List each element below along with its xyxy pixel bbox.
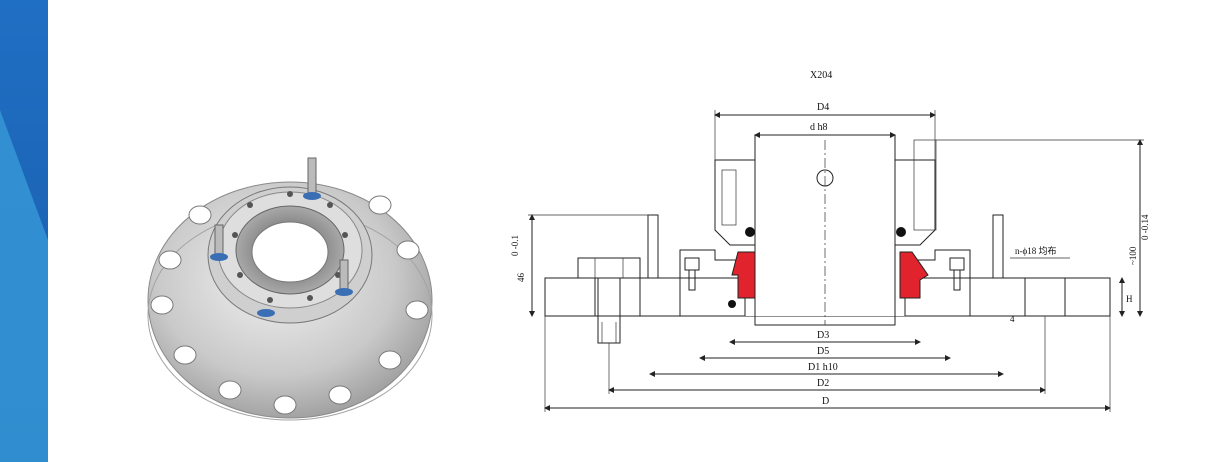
dim-d4: D4	[817, 102, 829, 113]
dim-d1: D1 h10	[808, 362, 838, 373]
seal-housing	[647, 139, 1004, 317]
dim-dh8: d h8	[810, 122, 828, 133]
dim-holes: n-ϕ18 均布	[1015, 245, 1057, 256]
model-label: X204	[810, 70, 832, 81]
dim-four: 4	[1010, 314, 1015, 324]
dim-h: H	[1126, 294, 1133, 304]
technical-drawing: X204	[510, 70, 1150, 412]
side-accent-bar	[0, 0, 48, 462]
hex-bolt	[577, 257, 641, 344]
mechanical-seal-photo	[147, 157, 433, 421]
set-screws	[684, 257, 965, 291]
seal-faces	[728, 227, 929, 308]
dim-right-height: ~100	[1128, 246, 1138, 265]
dimension-lines	[528, 110, 1144, 412]
flange-section	[544, 260, 1111, 317]
dim-d: D	[822, 396, 829, 407]
dim-d5: D5	[817, 346, 829, 357]
dim-d3: D3	[817, 330, 829, 341]
dim-left-tol: 0 -0.1	[510, 235, 520, 256]
dim-right-tol: 0 -0.14	[1140, 214, 1150, 240]
dim-left-height: 46	[516, 273, 526, 283]
dim-d2: D2	[817, 378, 829, 389]
